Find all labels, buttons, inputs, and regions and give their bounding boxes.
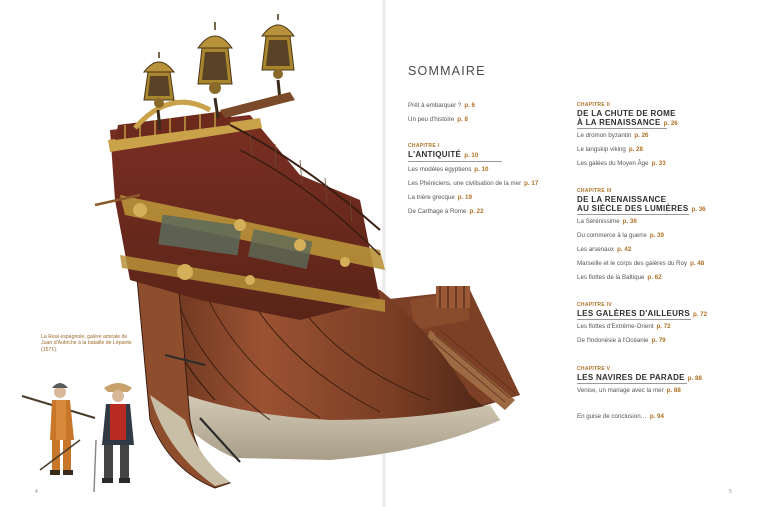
chapter-rule xyxy=(577,383,687,384)
toc-entry[interactable]: Marseille et le corps des galères du Roy… xyxy=(577,260,705,267)
chapter-rule xyxy=(577,319,691,320)
toc-title: SOMMAIRE xyxy=(408,64,486,78)
chapter-label: CHAPITRE I xyxy=(408,143,440,149)
chapter-label: CHAPITRE V xyxy=(577,366,611,372)
stern-castle xyxy=(94,99,385,320)
chapter-rule xyxy=(577,214,689,215)
toc-entry[interactable]: Prêt à embarquer ?p. 6 xyxy=(408,102,475,109)
stern-lanterns xyxy=(142,14,295,131)
chapter-title[interactable]: DE LA RENAISSANCE xyxy=(577,195,667,204)
chapter-label: CHAPITRE IV xyxy=(577,302,612,308)
page-number-left: 4 xyxy=(35,489,38,495)
officer-figure xyxy=(93,383,134,493)
chapter-title[interactable]: DE LA CHUTE DE ROME xyxy=(577,109,676,118)
chapter-label: CHAPITRE III xyxy=(577,188,612,194)
page-number-right: 5 xyxy=(729,489,732,495)
chapter-rule xyxy=(408,161,502,162)
book-spine xyxy=(382,0,386,507)
soldier-figures xyxy=(21,383,134,493)
illustration-caption: La Real espagnole, galère amirale de Jua… xyxy=(41,334,132,353)
chapter-rule xyxy=(577,128,667,129)
toc-entry[interactable]: Les Phéniciens, une civilisation de la m… xyxy=(408,180,539,187)
chapter-label: CHAPITRE II xyxy=(577,102,611,108)
toc-conclusion[interactable]: En guise de conclusion…p. 94 xyxy=(577,413,664,420)
musketeer-figure xyxy=(21,383,96,475)
